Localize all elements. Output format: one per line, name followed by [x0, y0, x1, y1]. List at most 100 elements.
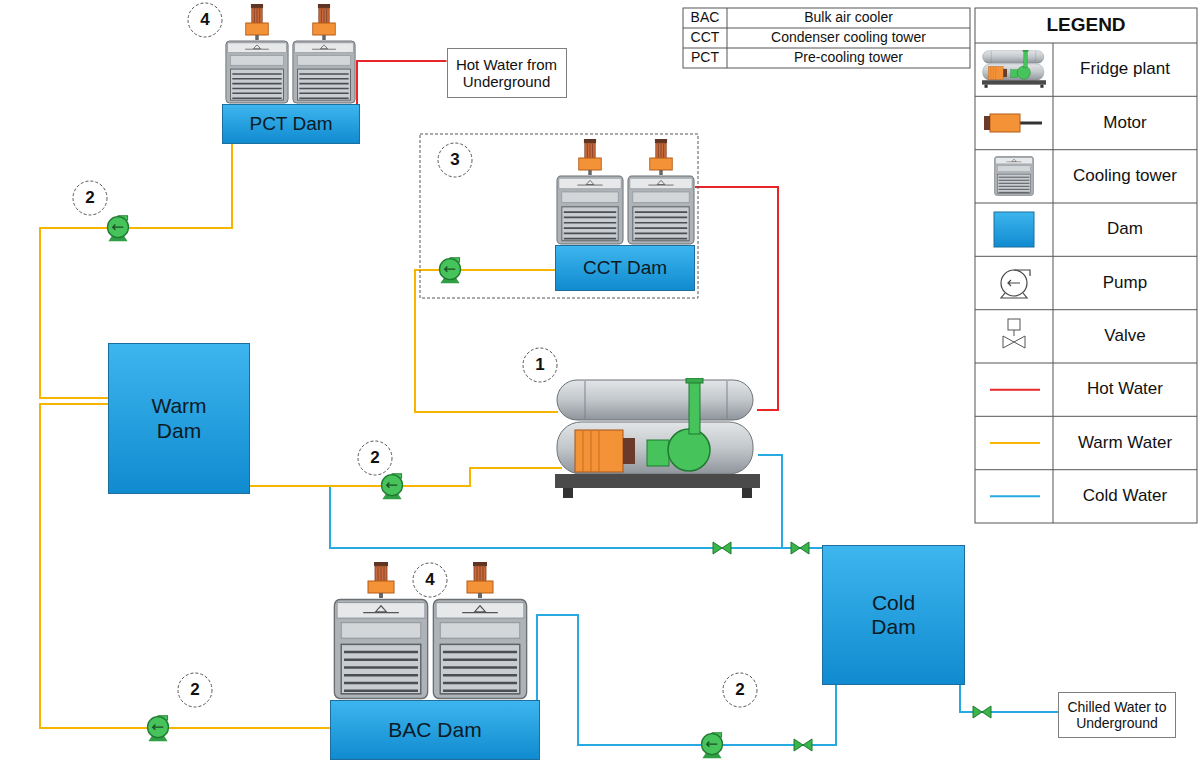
- legend-valve-icon: [1003, 319, 1025, 348]
- node-text: Cold Dam: [863, 591, 925, 639]
- drawing-part: [683, 28, 970, 29]
- legend-hot-line: [990, 389, 1040, 391]
- drawing-part: [438, 143, 472, 177]
- table-cell: Pre-cooling tower: [727, 48, 970, 68]
- pump-symbol: [148, 716, 169, 741]
- drawing-part: [1003, 336, 1025, 348]
- destination-box: Chilled Water to Underground: [1058, 692, 1176, 738]
- node-text: Chilled Water to Underground: [1063, 699, 1171, 731]
- dam-box: Warm Dam: [108, 343, 250, 494]
- drawing-part: [178, 673, 212, 707]
- drawing-part: [1008, 319, 1020, 330]
- drawing-part: [758, 455, 782, 548]
- drawing-part: [683, 8, 970, 68]
- callout-number: 2: [725, 675, 755, 705]
- legend-motor-icon: [984, 114, 1042, 132]
- motor: [313, 4, 336, 40]
- drawing-part: [975, 256, 1197, 257]
- legend-heading: LEGEND: [975, 8, 1197, 43]
- table-cell: PCT: [683, 48, 727, 68]
- cooling-tower: [433, 600, 526, 699]
- legend-fridge-icon: [982, 50, 1046, 88]
- drawing-part: [188, 3, 222, 37]
- drawing-part: [723, 673, 757, 707]
- pump-symbol: [702, 733, 723, 758]
- legend-warm-line: [990, 442, 1040, 444]
- callout-number: 2: [75, 183, 105, 213]
- legend-text: Cold Water: [1055, 470, 1195, 523]
- drawing-part: [415, 270, 558, 412]
- table-cell: BAC: [683, 8, 727, 28]
- pipe-connector: [537, 615, 836, 745]
- legend-pump-icon: [1001, 270, 1030, 298]
- legend-text: Pump: [1055, 256, 1195, 309]
- drawing-part: [975, 149, 1197, 150]
- source-box: Hot Water from Underground: [447, 48, 567, 98]
- valve-symbol: [791, 542, 809, 554]
- group-boundary: [420, 134, 698, 298]
- drawing-part: [1008, 280, 1020, 286]
- drawing-part: [1014, 330, 1015, 336]
- drawing-part: [250, 468, 562, 486]
- pipe-connector: [250, 486, 822, 548]
- table-cell: CCT: [683, 28, 727, 48]
- drawing-part: [727, 8, 728, 68]
- drawing-part: [975, 43, 1197, 44]
- legend-cold-line: [990, 495, 1040, 497]
- motor: [650, 139, 673, 175]
- legend-text: Hot Water: [1055, 363, 1195, 416]
- valve-symbol: [713, 542, 731, 554]
- legend-dam-icon: [994, 212, 1034, 247]
- cooling-tower: [293, 41, 355, 103]
- fridge-plant: [555, 378, 760, 498]
- abbreviation-table: [683, 8, 970, 68]
- drawing-part: [413, 563, 447, 597]
- callout-number: 3: [440, 145, 470, 175]
- drawing-part: [1001, 293, 1027, 298]
- legend-text: Cooling tower: [1055, 150, 1195, 203]
- legend-text: Motor: [1055, 96, 1195, 149]
- node-text: Warm Dam: [143, 394, 215, 442]
- cooling-tower: [334, 600, 427, 699]
- callout-number: 4: [190, 5, 220, 35]
- dam-box: PCT Dam: [222, 104, 360, 144]
- drawing-part: [975, 363, 1197, 364]
- drawing-part: [975, 469, 1197, 470]
- callout-number: 4: [415, 565, 445, 595]
- valve-symbol: [794, 739, 812, 751]
- motor: [368, 562, 394, 598]
- legend-table: [975, 8, 1197, 523]
- drawing-part: [73, 181, 107, 215]
- node-text: PCT Dam: [227, 113, 355, 135]
- table-cell: Condenser cooling tower: [727, 28, 970, 48]
- pump-symbol: [108, 216, 129, 241]
- node-text: Hot Water from Underground: [452, 56, 562, 91]
- drawing-part: [1001, 270, 1027, 296]
- legend-text: Valve: [1055, 310, 1195, 363]
- valve-symbol: [973, 706, 991, 718]
- dam-box: BAC Dam: [330, 700, 540, 760]
- cooling-tower: [628, 176, 694, 244]
- pipe-connector: [357, 61, 447, 104]
- callout-number: 2: [360, 443, 390, 473]
- node-text: CCT Dam: [560, 257, 690, 279]
- pump-symbol: [440, 258, 461, 283]
- drawing-part: [975, 416, 1197, 417]
- legend-text: Dam: [1055, 203, 1195, 256]
- drawing-part: [695, 187, 778, 410]
- cooling-tower: [226, 41, 288, 103]
- drawing-part: [990, 114, 1020, 132]
- legend-text: Fridge plant: [1055, 43, 1195, 96]
- callout-number: 2: [180, 675, 210, 705]
- drawing-part: [1014, 270, 1030, 276]
- callout-number: 1: [525, 350, 555, 380]
- legend-tower-icon: [995, 157, 1034, 196]
- node-text: BAC Dam: [340, 718, 530, 742]
- pump-symbol: [382, 474, 403, 499]
- drawing-part: [975, 8, 1197, 523]
- dam-box: CCT Dam: [555, 245, 695, 291]
- drawing-part: [683, 48, 970, 49]
- drawing-part: [1053, 43, 1054, 523]
- drawing-part: [975, 203, 1197, 204]
